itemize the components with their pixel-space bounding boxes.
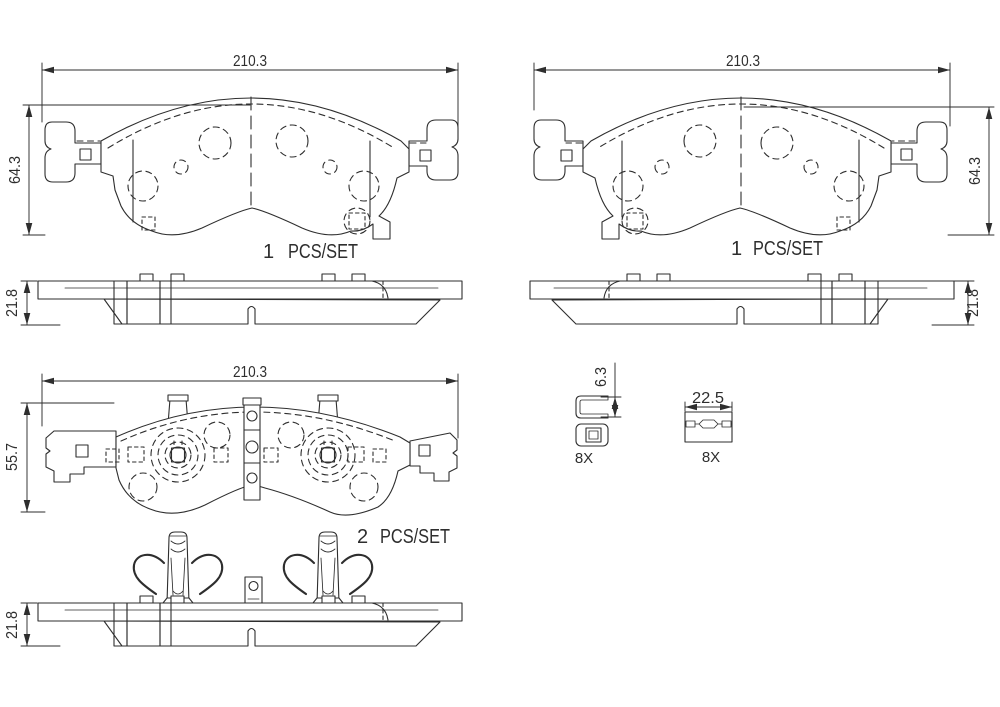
shim-quantity-label: 8X — [702, 449, 720, 466]
rib-hole — [246, 410, 258, 422]
front-view-pad-with-hardware: 210.3 55.7 2 PCS/SET — [4, 364, 459, 548]
thickness-dimension-label: 21.8 — [4, 611, 21, 639]
hidden-slot — [127, 446, 145, 463]
width-dimension-label: 210.3 — [726, 53, 760, 70]
height-dimension-label: 64.3 — [967, 157, 984, 185]
pad-outline — [115, 406, 411, 516]
height-dimension-label: 55.7 — [4, 443, 21, 471]
shim-rivet — [698, 419, 719, 429]
height-extension-lines — [22, 104, 251, 236]
quantity-unit: PCS/SET — [288, 241, 358, 263]
hidden-hole — [277, 421, 305, 449]
width-dimension-label: 210.3 — [233, 364, 267, 381]
shim-dimension-label: 22.5 — [692, 390, 724, 407]
hidden-hole — [203, 421, 231, 449]
center-rib-cap — [242, 397, 262, 406]
pad-edge-outline-mirrored — [529, 273, 955, 325]
hidden-slot — [105, 448, 120, 463]
quantity-unit: PCS/SET — [380, 526, 450, 548]
quantity-value: 1 — [731, 238, 742, 260]
thickness-dimension-label: 21.8 — [4, 289, 21, 317]
right-ear-hole — [418, 444, 431, 457]
bracket-hole — [248, 580, 259, 592]
quantity-value: 1 — [263, 241, 274, 263]
clip-profile — [575, 395, 609, 419]
post-hidden-lines — [173, 440, 333, 449]
shim-tab — [721, 420, 732, 428]
rib-hole — [246, 472, 258, 484]
hidden-slot — [347, 446, 365, 463]
shim-detail: 22.5 8X — [684, 390, 733, 466]
shim-tab — [685, 420, 696, 428]
height-extension-lines — [20, 402, 115, 513]
retainer-clip-detail: 6.3 8X — [575, 362, 622, 467]
pad-outline — [44, 96, 459, 240]
hidden-slot — [372, 448, 387, 463]
clip-dimension-label: 6.3 — [593, 367, 610, 387]
clip-top-view-window — [585, 427, 602, 443]
thickness-dimension-label: 21.8 — [965, 289, 982, 317]
hidden-hole — [349, 472, 379, 502]
front-view-left-pad: 210.3 64.3 1 PCS/SET — [7, 53, 459, 263]
center-rib-lines — [243, 429, 261, 464]
side-view-pad-with-springs: 21.8 — [4, 530, 463, 647]
side-view-right-pad: 21.8 — [529, 273, 982, 326]
pad-outline-mirrored — [533, 96, 948, 240]
anti-rattle-spring — [132, 530, 224, 605]
left-ear-hole — [75, 444, 89, 458]
width-dimension-label: 210.3 — [233, 53, 267, 70]
pad-edge-outline — [37, 273, 463, 325]
pad-edge-outline — [37, 595, 463, 647]
hidden-hole — [128, 472, 158, 502]
right-ear — [409, 432, 458, 482]
quantity-value: 2 — [357, 526, 368, 548]
clip-top-view — [575, 423, 609, 447]
hidden-slot — [263, 447, 279, 463]
height-dimension-label: 64.3 — [7, 156, 24, 184]
clip-profile-inner — [579, 395, 609, 419]
quantity-unit: PCS/SET — [753, 238, 823, 260]
front-view-right-pad: 210.3 64.3 1 PCS/SET — [533, 53, 995, 260]
right-post-cap — [317, 394, 339, 402]
height-extension-lines — [743, 106, 995, 236]
rib-hole — [245, 440, 259, 454]
clip-top-view-inner — [588, 430, 599, 440]
hidden-slot — [213, 447, 229, 463]
side-view-left-pad: 21.8 — [4, 273, 463, 326]
clip-quantity-label: 8X — [575, 450, 593, 467]
left-post-cap — [167, 394, 189, 402]
